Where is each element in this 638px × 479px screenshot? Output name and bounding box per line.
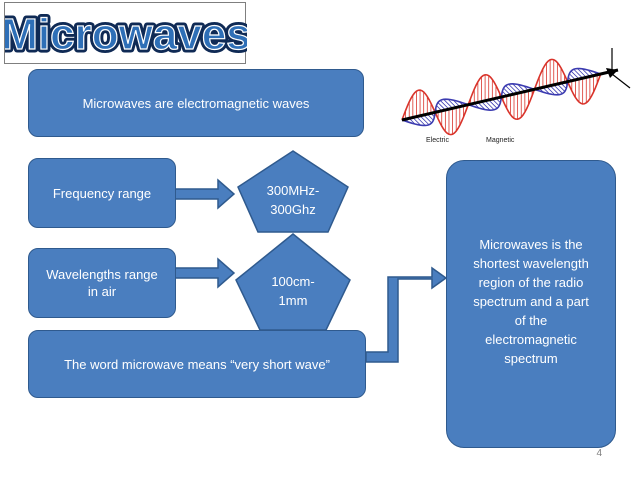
wavelength-range-box: Wavelengths range in air bbox=[28, 248, 176, 318]
magnetic-field-hatch bbox=[577, 68, 587, 78]
summary-line: spectrum and a part bbox=[473, 294, 589, 309]
magnetic-field-hatch bbox=[512, 83, 522, 93]
magnetic-field-hatch bbox=[443, 99, 453, 109]
wavelength-value-line1: 100cm- bbox=[271, 274, 314, 289]
magnetic-field-hatch bbox=[419, 115, 430, 126]
wavelength-range-label-line2: in air bbox=[87, 284, 117, 299]
page-title: Microwaves bbox=[5, 10, 247, 59]
frequency-value-line1: 300MHz- bbox=[267, 183, 320, 198]
wavelength-value-line2: 1mm bbox=[279, 293, 308, 308]
title-graphic: Microwaves Microwaves bbox=[5, 7, 247, 63]
summary-box: Microwaves is the shortest wavelength re… bbox=[446, 160, 616, 448]
summary-line: shortest wavelength bbox=[473, 256, 589, 271]
magnetic-field-hatch bbox=[549, 85, 560, 95]
word-meaning-box: The word microwave means “very short wav… bbox=[28, 330, 366, 398]
summary-line: Microwaves is the bbox=[479, 237, 583, 252]
wavelength-arrow bbox=[174, 257, 236, 289]
depth-axis bbox=[611, 73, 631, 89]
definition-box: Microwaves are electromagnetic waves bbox=[28, 69, 364, 137]
magnetic-field-hatch bbox=[488, 99, 498, 109]
summary-line: electromagnetic bbox=[485, 332, 577, 347]
wavelength-range-label-line1: Wavelengths range bbox=[46, 267, 158, 282]
magnetic-field-hatch bbox=[484, 100, 495, 111]
magnetic-field-hatch bbox=[573, 68, 583, 79]
magnetic-field-hatch bbox=[546, 86, 555, 96]
magnetic-field-hatch bbox=[447, 98, 457, 108]
page-number: 4 bbox=[596, 448, 602, 459]
frequency-arrow bbox=[174, 178, 236, 210]
frequency-range-box: Frequency range bbox=[28, 158, 176, 228]
summary-arrow bbox=[365, 266, 448, 363]
magnetic-field-label-line1: Magnetic bbox=[486, 137, 515, 144]
magnetic-field-hatch bbox=[505, 85, 515, 95]
definition-text: Microwaves are electromagnetic waves bbox=[82, 95, 310, 111]
em-wave-figure: Electric field Magnetic field bbox=[401, 48, 631, 144]
summary-line: region of the radio bbox=[478, 275, 584, 290]
magnetic-field-hatch bbox=[423, 114, 432, 124]
magnetic-field-hatch bbox=[416, 116, 426, 126]
magnetic-field-hatch bbox=[412, 117, 421, 126]
magnetic-field-hatch bbox=[570, 70, 580, 80]
summary-line: spectrum bbox=[504, 351, 558, 366]
frequency-value-pentagon bbox=[237, 150, 349, 233]
magnetic-field-hatch bbox=[581, 68, 591, 77]
magnetic-field-hatch bbox=[553, 84, 563, 94]
title-outline: Microwaves bbox=[5, 10, 247, 59]
magnetic-field-hatch bbox=[481, 101, 491, 111]
frequency-range-label: Frequency range bbox=[52, 185, 152, 201]
frequency-value-line2: 300Ghz bbox=[270, 202, 316, 217]
magnetic-field-hatch bbox=[508, 83, 518, 94]
electric-field-label-line1: Electric bbox=[426, 137, 449, 144]
title-box: Microwaves Microwaves bbox=[4, 2, 247, 64]
magnetic-field-hatch bbox=[439, 100, 450, 110]
word-meaning-text: The word microwave means “very short wav… bbox=[64, 356, 330, 372]
propagation-axis bbox=[401, 68, 619, 122]
summary-line: of the bbox=[514, 313, 548, 328]
